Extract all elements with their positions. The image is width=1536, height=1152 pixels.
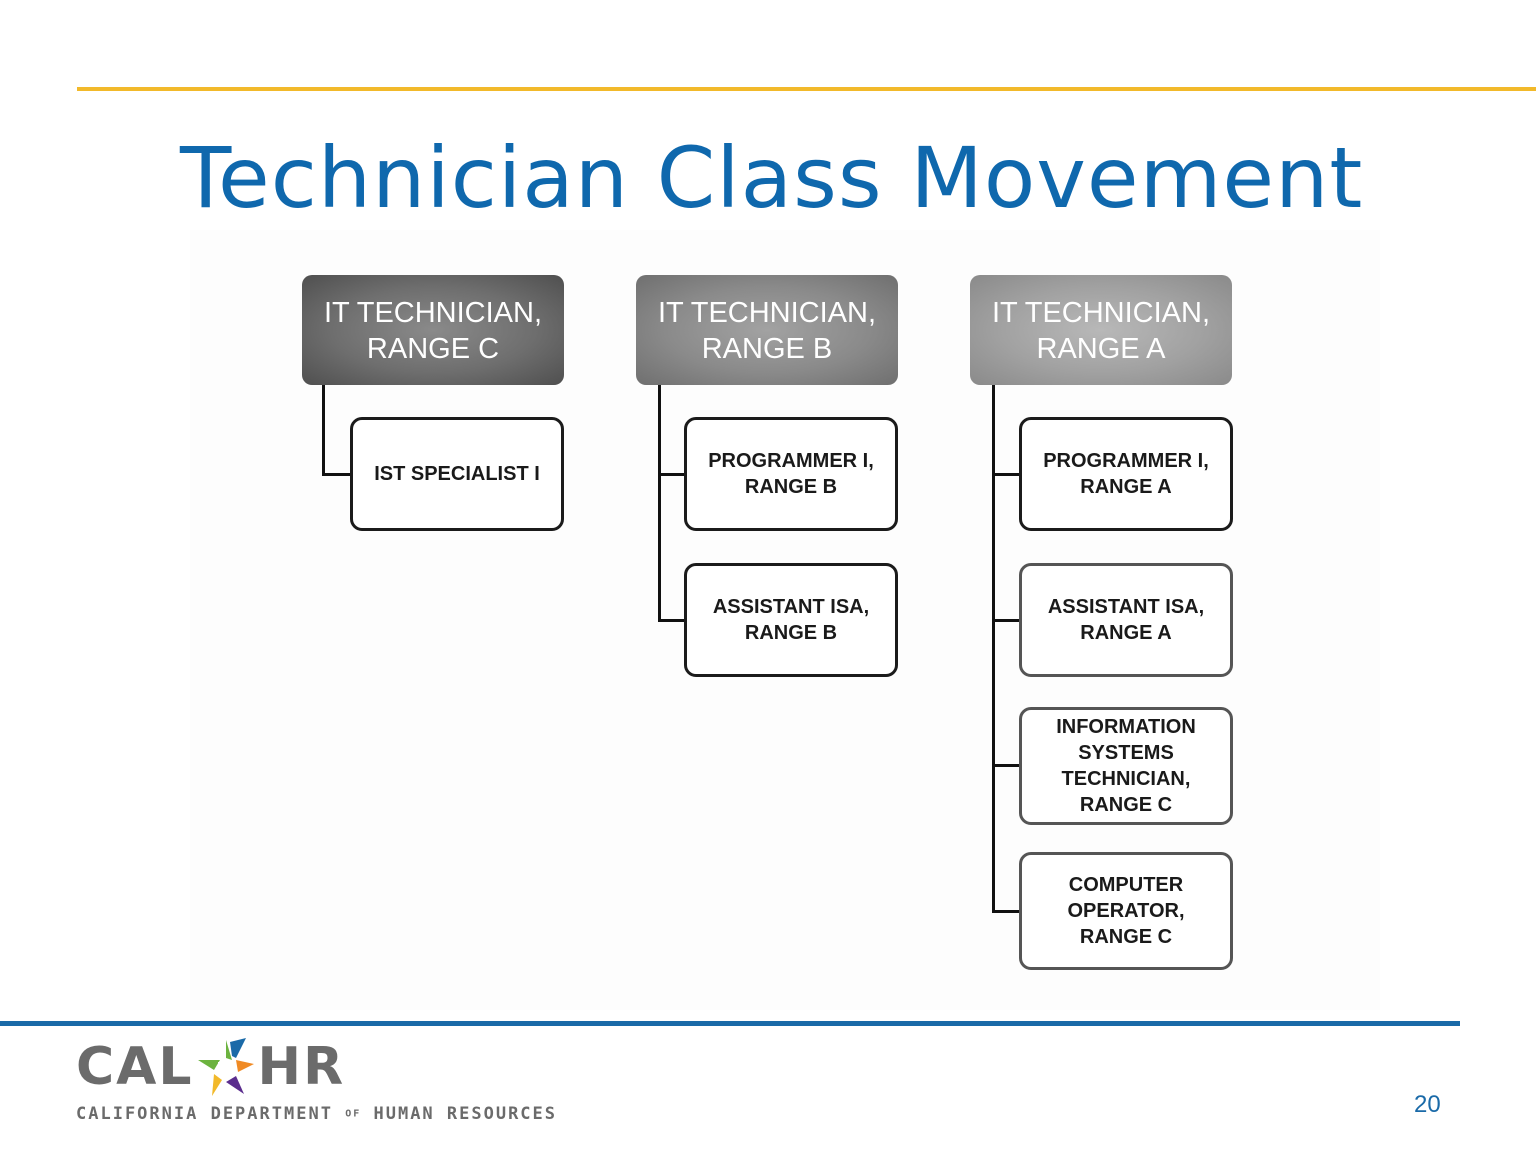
header-range-c: IT TECHNICIAN, RANGE C (302, 275, 564, 385)
logo-cal-text: CAL (76, 1037, 194, 1097)
connector-line (992, 473, 1020, 476)
slide-title: Technician Class Movement (180, 129, 1364, 227)
star-people-icon (197, 1038, 254, 1096)
box-label: RANGE A (1080, 622, 1172, 644)
connector-line (992, 910, 1020, 913)
box-info-systems-technician-range-c: INFORMATION SYSTEMS TECHNICIAN, RANGE C (1019, 707, 1233, 825)
box-label: SYSTEMS (1078, 742, 1174, 764)
box-ist-specialist-i: IST SPECIALIST I (350, 417, 564, 531)
box-label: ASSISTANT ISA, (712, 596, 870, 618)
logo-subtitle-part: CALIFORNIA DEPARTMENT (76, 1104, 333, 1124)
connector-line (992, 619, 1020, 622)
box-label: INFORMATION (1056, 716, 1196, 738)
connector-line (658, 385, 661, 622)
header-line: RANGE A (1036, 333, 1166, 365)
header-line: IT TECHNICIAN, (323, 297, 543, 329)
box-programmer-i-range-a: PROGRAMMER I, RANGE A (1019, 417, 1233, 531)
header-line: RANGE C (366, 333, 500, 365)
page-number: 20 (1414, 1091, 1441, 1118)
box-label: TECHNICIAN, (1061, 768, 1191, 790)
connector-line (992, 385, 995, 913)
connector-line (322, 385, 325, 476)
box-label: PROGRAMMER I, (708, 450, 874, 472)
logo-hr-text: HR (257, 1037, 346, 1097)
box-label: RANGE C (1079, 926, 1173, 948)
box-computer-operator-range-c: COMPUTER OPERATOR, RANGE C (1019, 852, 1233, 970)
connector-line (658, 619, 686, 622)
box-label: OPERATOR, (1067, 900, 1185, 922)
box-programmer-i-range-b: PROGRAMMER I, RANGE B (684, 417, 898, 531)
box-label: RANGE C (1079, 794, 1173, 816)
connector-line (322, 473, 352, 476)
box-label: RANGE B (744, 622, 838, 644)
logo-wordmark: CAL HR (76, 1036, 557, 1098)
header-line: IT TECHNICIAN, (991, 297, 1211, 329)
top-gold-rule (77, 87, 1536, 91)
header-range-a: IT TECHNICIAN, RANGE A (970, 275, 1232, 385)
header-line: IT TECHNICIAN, (657, 297, 877, 329)
box-label: RANGE B (744, 476, 838, 498)
calhr-logo: CAL HR CALIFORNIA DEPARTMENT OF HUMAN RE… (76, 1036, 557, 1124)
box-label: PROGRAMMER I, (1043, 450, 1209, 472)
box-label: COMPUTER (1068, 874, 1184, 896)
connector-line (658, 473, 686, 476)
box-label: ASSISTANT ISA, (1047, 596, 1205, 618)
box-assistant-isa-range-a: ASSISTANT ISA, RANGE A (1019, 563, 1233, 677)
box-label: IST SPECIALIST I (374, 463, 540, 485)
box-label: RANGE A (1080, 476, 1172, 498)
logo-subtitle-of: OF (345, 1108, 362, 1120)
connector-line (992, 764, 1020, 767)
logo-subtitle: CALIFORNIA DEPARTMENT OF HUMAN RESOURCES (76, 1104, 557, 1124)
org-chart: IT TECHNICIAN, RANGE C IST SPECIALIST I I… (190, 230, 1380, 1010)
header-line: RANGE B (701, 333, 833, 365)
box-assistant-isa-range-b: ASSISTANT ISA, RANGE B (684, 563, 898, 677)
header-range-b: IT TECHNICIAN, RANGE B (636, 275, 898, 385)
logo-subtitle-part: HUMAN RESOURCES (373, 1104, 558, 1124)
bottom-blue-rule (0, 1021, 1460, 1026)
